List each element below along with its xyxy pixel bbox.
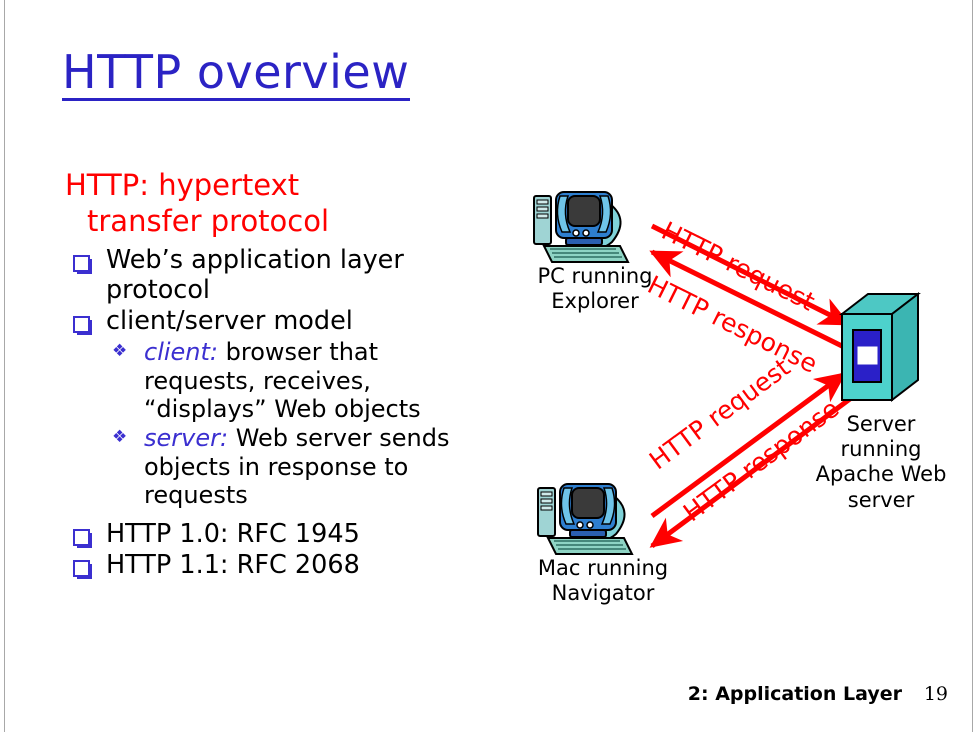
desktop-computer-icon xyxy=(533,191,630,263)
sub-list-item-label: browser that requests, receives, “displa… xyxy=(144,338,421,424)
sub-list-item-term: client: xyxy=(144,338,219,367)
title-underline xyxy=(62,98,410,102)
list-item: client/server model ❖ client: browser th… xyxy=(62,305,472,510)
list-item: Web’s application layer protocol xyxy=(62,244,472,306)
bullet-list: Web’s application layer protocol client/… xyxy=(62,244,472,581)
list-item: HTTP 1.1: RFC 2068 xyxy=(62,550,472,581)
square-bullet-icon xyxy=(73,529,90,547)
footer-section-label: 2: Application Layer xyxy=(687,683,902,705)
square-bullet-icon xyxy=(73,560,90,578)
square-bullet-icon xyxy=(73,254,90,272)
page-border-left xyxy=(4,0,5,732)
list-item-label: HTTP 1.0: RFC 1945 xyxy=(106,519,360,550)
arrow-layer xyxy=(649,223,864,549)
list-item: HTTP 1.0: RFC 1945 xyxy=(62,519,472,550)
arrow-bottom-response xyxy=(649,387,864,549)
list-item-label: Web’s application layer protocol xyxy=(106,244,404,305)
title-block: HTTP overview xyxy=(62,45,482,102)
list-item-label: client/server model xyxy=(106,305,353,336)
sub-list-item: ❖ server: Web server sends objects in re… xyxy=(106,424,472,509)
section-heading-line1: HTTP: hypertext xyxy=(65,168,300,202)
arrow-top-response xyxy=(649,249,852,353)
section-heading-line2: transfer protocol xyxy=(87,203,330,238)
arrow-top-request xyxy=(650,223,851,327)
page-title: HTTP overview xyxy=(62,45,410,99)
sub-list-item-term: server: xyxy=(144,424,229,453)
sub-list-item-label: Web server sends objects in response to … xyxy=(144,424,450,509)
slide-footer: 2: Application Layer 19 xyxy=(0,683,980,717)
sub-list-item: ❖ client: browser that requests, receive… xyxy=(106,338,472,423)
list-item-label: HTTP 1.1: RFC 2068 xyxy=(106,550,360,581)
floret-bullet-icon: ❖ xyxy=(112,427,128,448)
desktop-computer-icon xyxy=(537,483,634,555)
section-heading: HTTP: hypertext transfer protocol xyxy=(62,168,472,240)
http-request-response-diagram: PC running Explorer Mac running Navigato… xyxy=(492,178,980,648)
footer-page-number: 19 xyxy=(923,683,948,705)
server-tower-icon xyxy=(839,291,921,403)
arrow-bottom-request xyxy=(650,371,847,519)
floret-bullet-icon: ❖ xyxy=(112,341,128,362)
node-label-pc: PC running Explorer xyxy=(537,264,653,314)
content-column: HTTP: hypertext transfer protocol Web’s … xyxy=(62,168,472,582)
square-bullet-icon xyxy=(73,315,90,333)
node-label-mac: Mac running Navigator xyxy=(537,556,669,606)
node-label-server: Server running Apache Web server xyxy=(815,412,947,512)
page-border-right xyxy=(972,0,973,732)
sub-bullet-list: ❖ client: browser that requests, receive… xyxy=(106,338,472,509)
